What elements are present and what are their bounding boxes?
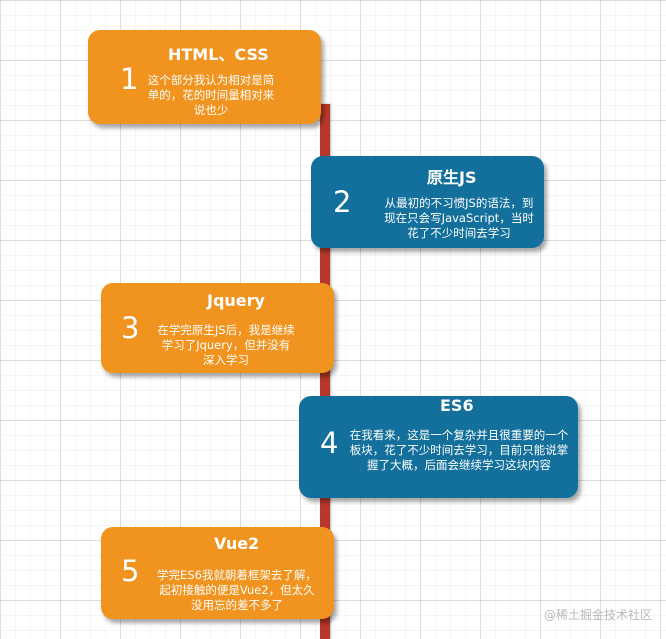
timeline-card-5: Vue2 5 学完ES6我就朝着框架去了解，起初接触的便是Vue2，但太久没用忘… bbox=[101, 527, 334, 619]
timeline-card-2: 原生JS 2 从最初的不习惯JS的语法，到现在只会写JavaScript，当时花… bbox=[311, 156, 544, 248]
card-description: 在我看来，这是一个复杂并且很重要的一个板块，花了不少时间去学习，目前只能说掌握了… bbox=[349, 428, 569, 472]
card-number: 2 bbox=[333, 185, 352, 219]
card-title: 原生JS bbox=[427, 168, 477, 187]
timeline-card-4: ES6 4 在我看来，这是一个复杂并且很重要的一个板块，花了不少时间去学习，目前… bbox=[299, 396, 578, 498]
card-description: 这个部分我认为相对是简单的，花的时间量相对来说也少 bbox=[147, 73, 275, 117]
card-description: 在学完原生JS后，我是继续学习了Jquery，但并没有深入学习 bbox=[157, 323, 295, 367]
card-description: 学完ES6我就朝着框架去了解，起初接触的便是Vue2，但太久没用忘的差不多了 bbox=[157, 568, 317, 612]
card-title: Vue2 bbox=[214, 534, 260, 553]
card-number: 3 bbox=[121, 311, 140, 345]
card-number: 5 bbox=[121, 554, 140, 588]
card-title: Jquery bbox=[207, 291, 265, 310]
card-title: ES6 bbox=[440, 396, 474, 415]
timeline-card-3: Jquery 3 在学完原生JS后，我是继续学习了Jquery，但并没有深入学习 bbox=[101, 283, 334, 373]
watermark: @稀土掘金技术社区 bbox=[543, 608, 652, 622]
card-number: 4 bbox=[320, 426, 339, 460]
timeline-card-1: HTML、CSS 1 这个部分我认为相对是简单的，花的时间量相对来说也少 bbox=[88, 30, 321, 124]
card-description: 从最初的不习惯JS的语法，到现在只会写JavaScript，当时花了不少时间去学… bbox=[384, 196, 534, 240]
card-number: 1 bbox=[120, 62, 139, 96]
card-title: HTML、CSS bbox=[168, 45, 269, 64]
